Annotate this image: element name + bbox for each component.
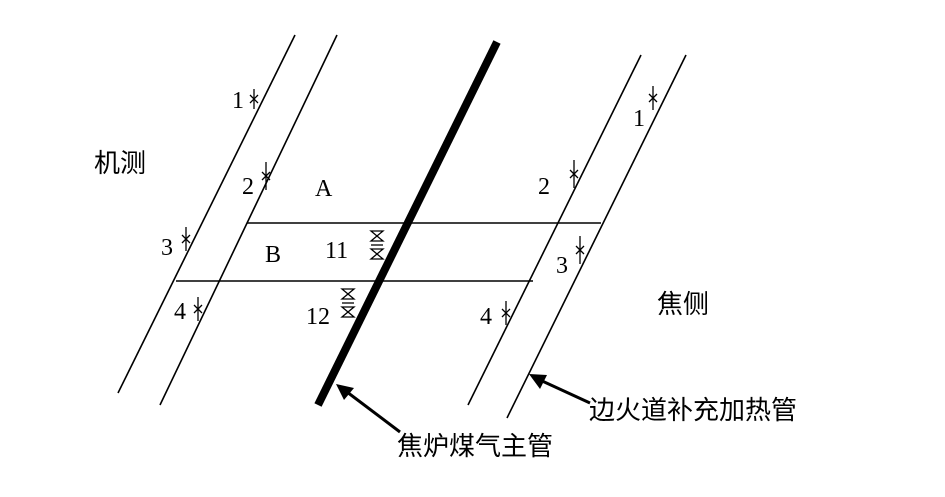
supplementary-pipe-arrow <box>529 374 591 405</box>
valve-label-right-4: 4 <box>480 304 492 330</box>
gas-main-arrow <box>336 384 401 434</box>
valve-symbol-right-1 <box>648 86 658 110</box>
valve-label-left-3: 3 <box>161 235 173 261</box>
valve-symbol-left-4 <box>193 297 203 321</box>
right-pipe-inner <box>467 54 642 406</box>
valve-symbol-left-1 <box>249 89 259 109</box>
valve-symbol-right-3 <box>575 236 585 264</box>
coke-side-label: 焦侧 <box>657 290 709 320</box>
valve-label-center-12: 12 <box>306 304 330 330</box>
valve-label-left-4: 4 <box>174 299 186 325</box>
valve-label-center-11: 11 <box>325 238 348 264</box>
valve-symbol-left-3 <box>181 227 191 251</box>
valve-symbol-center-12 <box>340 288 356 318</box>
machine-side-label: 机测 <box>94 149 146 179</box>
valve-symbol-center-11 <box>369 230 385 260</box>
left-pipe-inner <box>159 34 338 406</box>
zone-b-label: B <box>265 242 281 268</box>
right-pipe-outer <box>506 54 687 419</box>
valve-symbol-left-2 <box>261 162 271 190</box>
zone-a-label: A <box>315 176 333 202</box>
valve-label-left-2: 2 <box>242 174 254 200</box>
left-pipe-outer <box>117 34 296 394</box>
valve-symbol-right-2 <box>569 160 579 188</box>
valve-label-left-1: 1 <box>232 88 244 114</box>
gas-main-callout: 焦炉煤气主管 <box>397 432 553 462</box>
supplementary-pipe-callout: 边火道补充加热管 <box>589 396 797 426</box>
valve-label-right-2: 2 <box>538 174 550 200</box>
valve-label-right-1: 1 <box>633 106 645 132</box>
valve-symbol-right-4 <box>501 301 511 325</box>
valve-label-right-3: 3 <box>556 253 568 279</box>
gas-main-pipe <box>314 40 501 407</box>
